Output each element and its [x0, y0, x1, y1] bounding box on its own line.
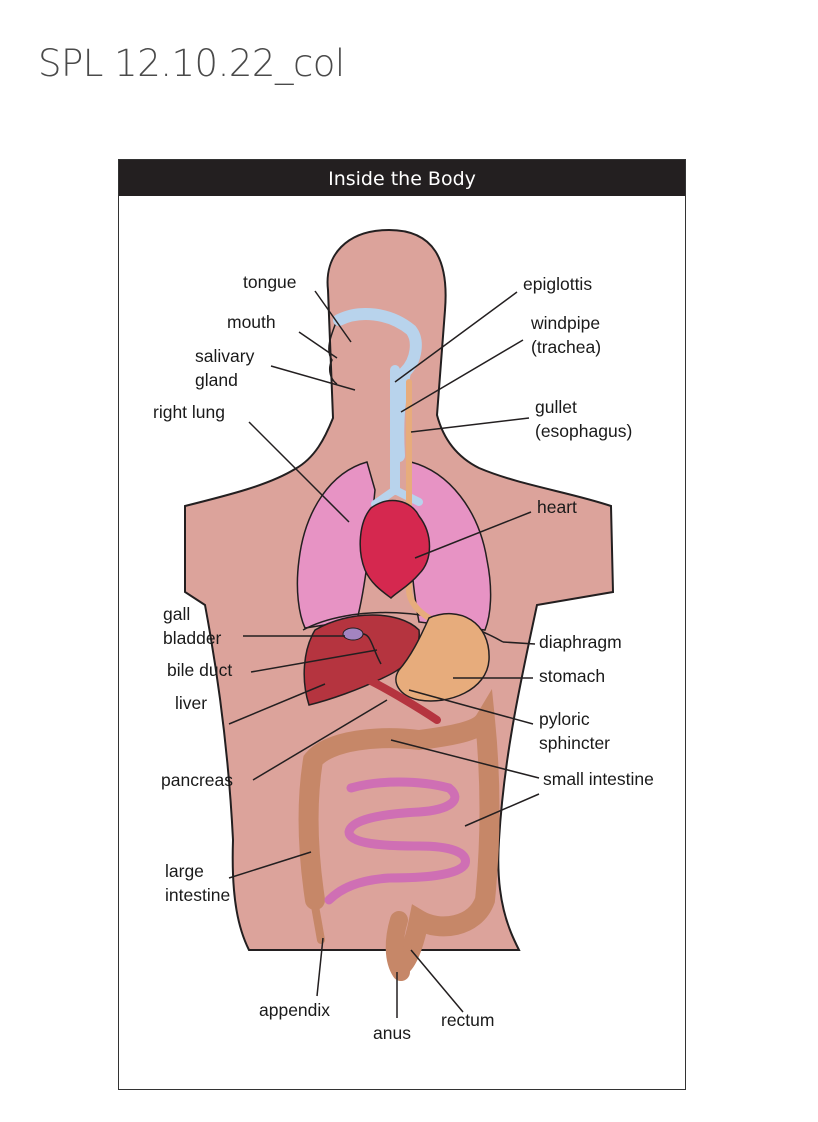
label-pancreas: pancreas [161, 770, 233, 790]
label-diaphragm: diaphragm [539, 632, 622, 652]
appendix-shape [311, 902, 325, 944]
label-epiglottis: epiglottis [523, 274, 593, 294]
leader-large-intestine [228, 851, 312, 879]
small-intestine-shape [324, 777, 470, 905]
label-mouth: mouth [227, 312, 276, 332]
leader-rectum [410, 949, 464, 1013]
leader-small-intestine-2 [464, 793, 540, 827]
label-heart: heart [537, 497, 577, 517]
label-large-intestine: large intestine [165, 861, 231, 905]
leader-heart [414, 511, 532, 559]
leader-gullet [410, 417, 530, 433]
label-pyloric-sphincter: pyloric sphincter [539, 709, 611, 753]
stomach-shape [395, 613, 490, 702]
leader-windpipe [400, 339, 524, 413]
label-right-lung: right lung [153, 402, 225, 422]
document-title: SPL 12.10.22_col [38, 42, 345, 85]
label-bile-duct: bile duct [167, 660, 233, 680]
label-gall-bladder: gall bladder [163, 604, 222, 648]
leader-pancreas [252, 699, 388, 781]
pancreas-shape [365, 676, 441, 724]
label-rectum: rectum [441, 1010, 495, 1030]
leader-diaphragm [502, 641, 536, 645]
leader-right-lung [248, 421, 350, 523]
label-anus: anus [373, 1023, 411, 1043]
leader-tongue [314, 290, 352, 343]
leader-lines [228, 290, 540, 1018]
gall-bladder-shape [342, 627, 364, 641]
leader-epiglottis [394, 291, 518, 383]
face-profile [328, 319, 338, 385]
bile-duct-tube [362, 633, 382, 665]
label-gullet: gullet (esophagus) [535, 397, 633, 441]
label-stomach: stomach [539, 666, 606, 686]
figure-header: Inside the Body [119, 160, 685, 196]
label-salivary-gland: salivary gland [195, 346, 255, 390]
leader-liver [228, 683, 326, 725]
label-tongue: tongue [243, 272, 297, 292]
gullet-tube [406, 379, 432, 621]
leader-bile-duct [250, 649, 378, 673]
label-appendix: appendix [259, 1000, 331, 1020]
liver-shape [303, 614, 420, 706]
leader-salivary [270, 365, 356, 391]
leader-pyloric [408, 689, 534, 725]
leader-appendix [316, 937, 324, 997]
leader-mouth [298, 331, 338, 359]
body-illustration [184, 228, 615, 1018]
label-liver: liver [175, 693, 208, 713]
heart-shape [359, 499, 431, 599]
large-intestine-shape [298, 689, 500, 976]
leader-small-intestine [390, 739, 540, 779]
label-windpipe: windpipe (trachea) [531, 313, 602, 357]
label-small-intestine: small intestine [543, 769, 654, 789]
rectum-shape [385, 911, 410, 981]
figure-frame: Inside the Body [118, 159, 686, 1090]
